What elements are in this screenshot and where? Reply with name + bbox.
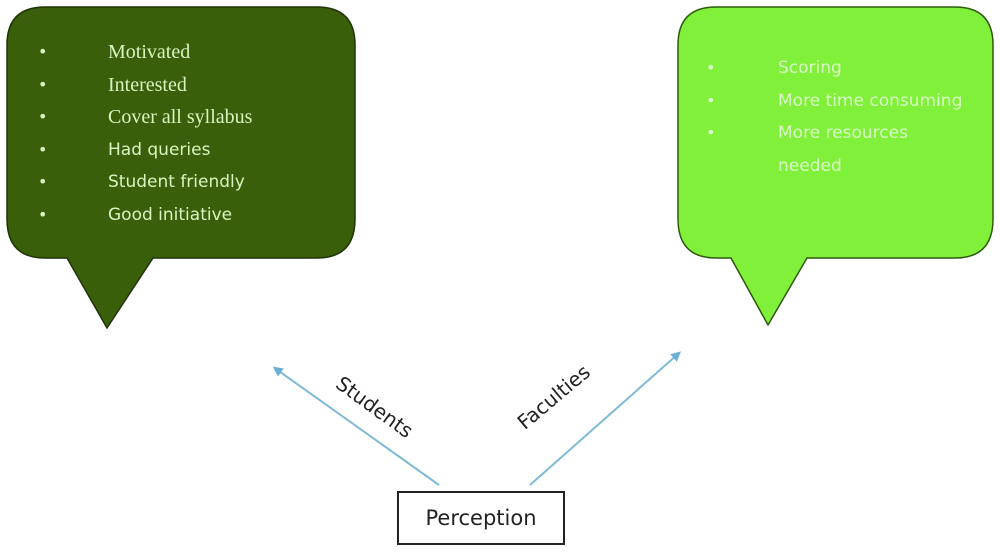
- students-arrow: [272, 366, 440, 486]
- bullet-icon: •: [38, 107, 48, 126]
- faculties-speech-bubble: [677, 6, 994, 327]
- bullet-icon: •: [38, 204, 48, 224]
- faculties-arrow: [529, 351, 681, 486]
- bullet-icon: •: [706, 58, 716, 77]
- perception-label: Perception: [425, 506, 537, 530]
- bullet-icon: •: [706, 90, 716, 110]
- bullet-icon: •: [38, 172, 48, 191]
- bullet-icon: •: [38, 74, 48, 94]
- list-item: •More resources needed: [706, 117, 968, 182]
- bullet-icon: •: [38, 139, 48, 159]
- students-speech-bubble: [6, 6, 356, 330]
- bullet-icon: •: [38, 42, 48, 61]
- list-item: •More time consuming: [706, 85, 968, 118]
- list-item: •Scoring: [706, 52, 968, 85]
- bullet-icon: •: [706, 123, 716, 142]
- perception-node: Perception: [397, 491, 565, 545]
- faculties-perception-list: •Scoring •More time consuming •More reso…: [706, 52, 968, 182]
